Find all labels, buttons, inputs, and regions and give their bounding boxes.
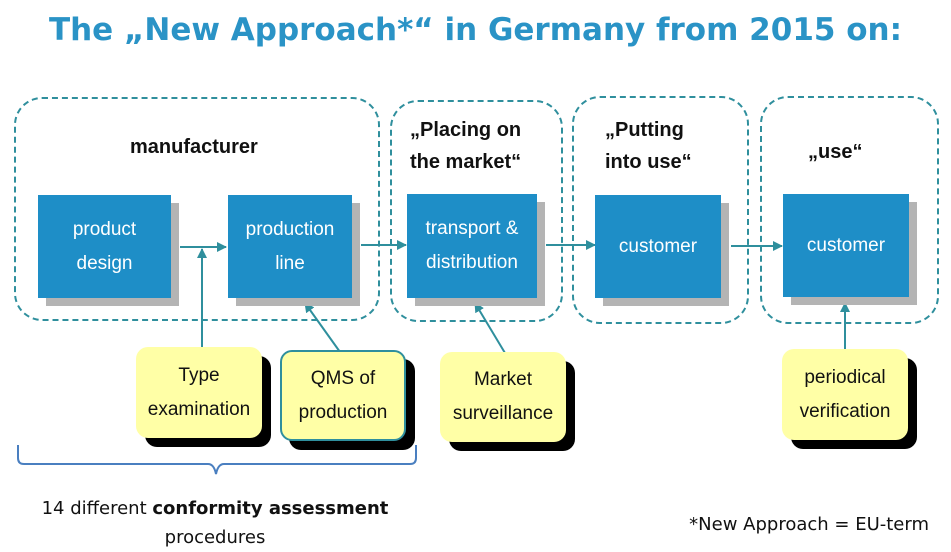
market-surveillance-note: Market surveillance	[440, 352, 566, 442]
production-line-box: production line	[228, 195, 352, 298]
putting-into-use-label: „Putting into use“	[605, 119, 692, 173]
conformity-prefix: 14 different	[41, 498, 153, 519]
periodical-verification-label: periodical verification	[799, 366, 891, 422]
use-group	[760, 96, 939, 324]
conformity-assessment-text: 14 different conformity assessment proce…	[20, 494, 410, 552]
customer-box-use: customer	[783, 194, 909, 297]
placing-on-market-group	[390, 100, 563, 322]
product-design-label: product design	[72, 218, 137, 274]
placing-on-market-label: „Placing on the market“	[410, 119, 522, 173]
manufacturer-group	[14, 97, 380, 321]
qms-of-production-label: QMS of production	[298, 367, 388, 423]
product-design-box: product design	[38, 195, 171, 298]
use-label: „use“	[808, 141, 863, 163]
market-surveillance-label: Market surveillance	[452, 369, 554, 424]
qms-of-production-note: QMS of production	[280, 350, 406, 441]
type-examination-note: Type examination	[136, 347, 262, 438]
customer-box-putting-into-use: customer	[595, 195, 721, 298]
footnote: *New Approach = EU-term	[689, 514, 929, 535]
production-line-label: production line	[245, 218, 335, 274]
conformity-brace	[17, 445, 417, 475]
page-title: The „New Approach*“ in Germany from 2015…	[48, 12, 903, 48]
customer-label-2: customer	[806, 234, 886, 256]
arrow-qms	[304, 302, 341, 353]
conformity-bold: conformity assessment	[152, 498, 389, 519]
transport-distribution-label: transport & distribution	[425, 218, 519, 273]
customer-label-1: customer	[618, 235, 698, 257]
transport-distribution-box: transport & distribution	[407, 194, 537, 298]
arrow-market-surveillance	[474, 302, 506, 354]
periodical-verification-note: periodical verification	[782, 349, 908, 440]
conformity-suffix: procedures	[164, 527, 266, 548]
type-examination-label: Type examination	[147, 364, 251, 420]
manufacturer-label: manufacturer	[130, 136, 258, 158]
putting-into-use-group	[572, 96, 749, 324]
